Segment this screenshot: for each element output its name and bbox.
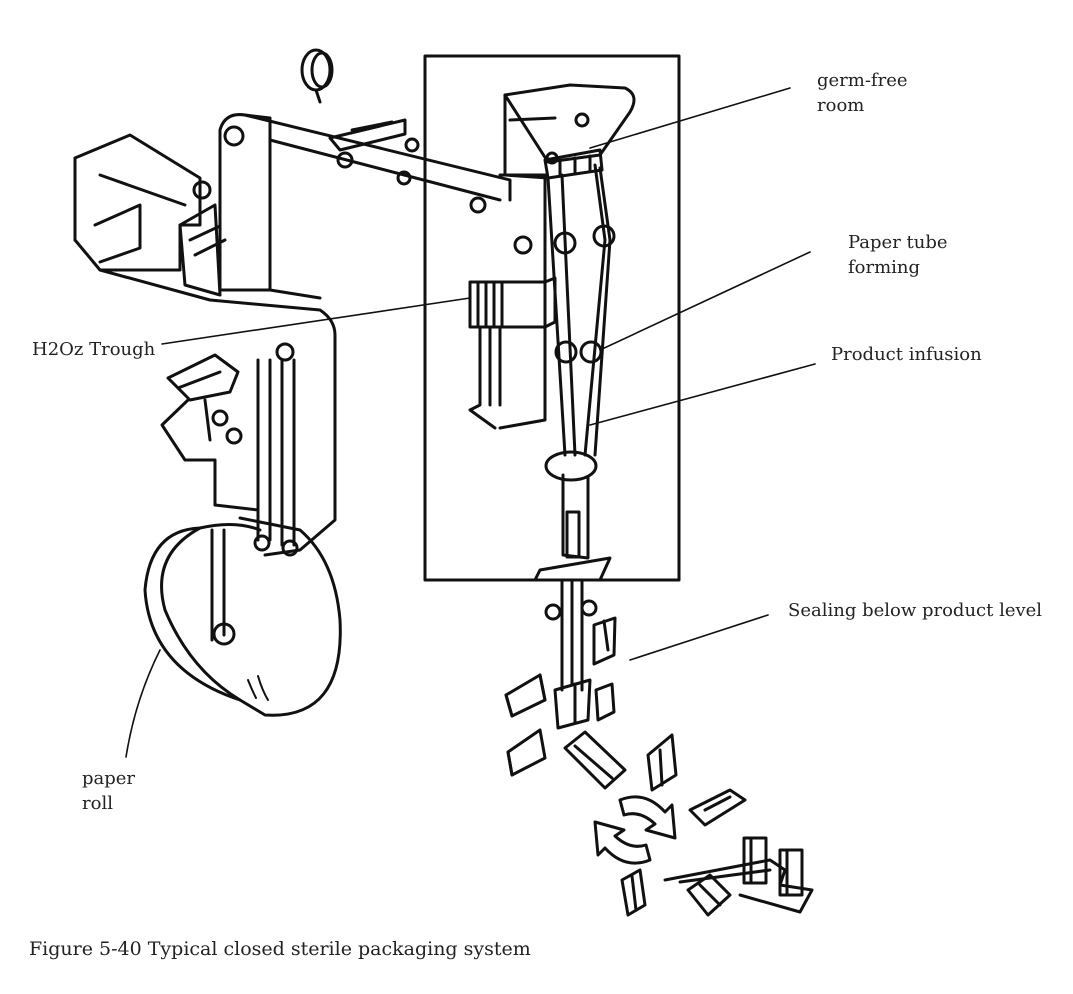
web-tower [218, 113, 512, 292]
web-path [160, 288, 337, 557]
top-reel-icon [300, 48, 334, 104]
label-paper-tube-forming: Paper tube forming [848, 232, 948, 279]
figure-caption: Figure 5-40 Typical closed sterile packa… [29, 938, 531, 960]
h2o2-trough-block [468, 276, 557, 430]
h2o2-trough-machine [73, 133, 227, 302]
leader-lines [125, 87, 816, 758]
label-product-infusion: Product infusion [831, 344, 982, 365]
label-sealing: Sealing below product level [788, 600, 1043, 621]
paper-tube-forming [533, 163, 616, 582]
sealing-station [544, 578, 598, 730]
germ-free-room-box [423, 54, 681, 582]
label-germ-free-room: germ-free room [817, 70, 908, 117]
carton-packages [504, 616, 814, 917]
paper-roll-icon [143, 516, 342, 717]
label-h2o2-trough: H2Oz Trough [32, 339, 156, 360]
label-paper-roll: paper roll [82, 768, 136, 815]
rotation-arrows-icon [593, 795, 677, 865]
